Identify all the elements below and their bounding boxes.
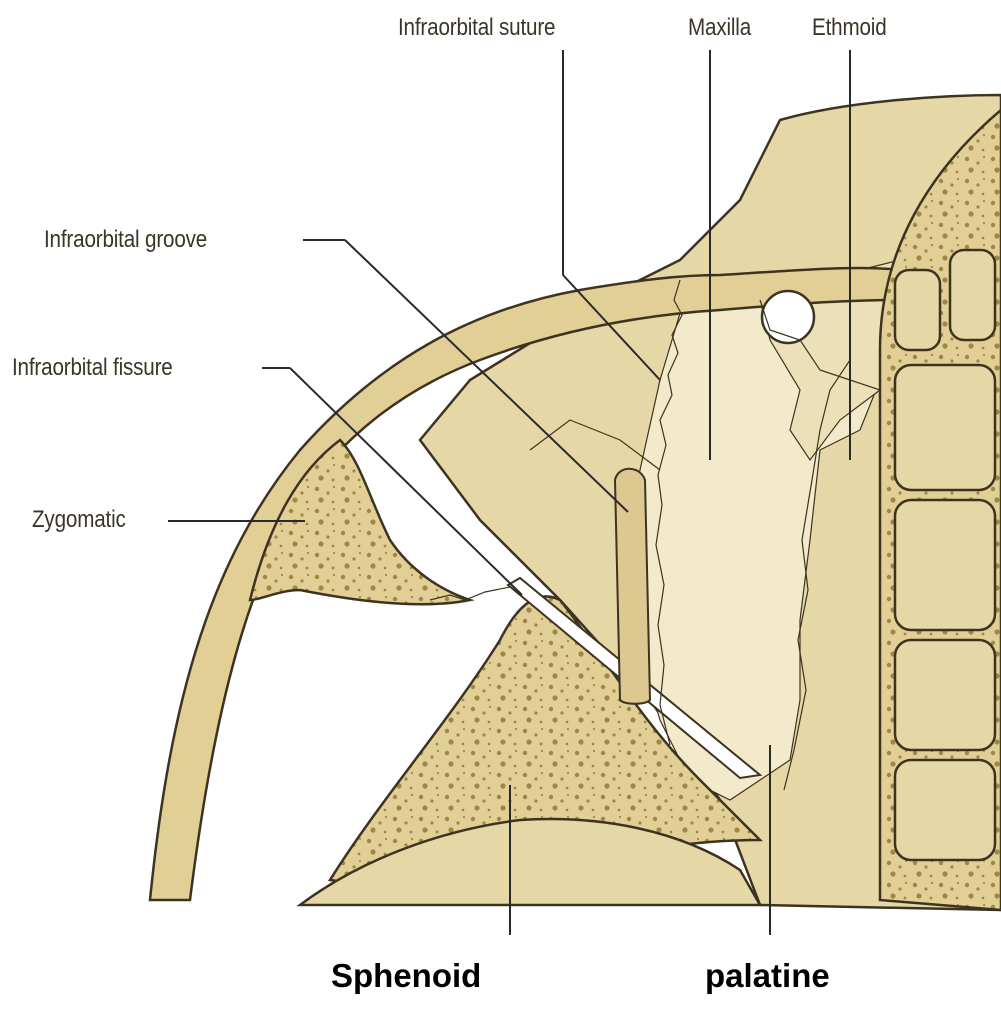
ethmoidal-foramen (762, 291, 814, 343)
label-infraorbital-groove: Infraorbital groove (44, 226, 207, 254)
label-palatine: palatine (705, 957, 830, 995)
label-maxilla: Maxilla (688, 14, 751, 42)
label-zygomatic: Zygomatic (32, 506, 126, 534)
label-infraorbital-suture: Infraorbital suture (398, 14, 555, 42)
label-ethmoid: Ethmoid (812, 14, 887, 42)
label-infraorbital-fissure: Infraorbital fissure (12, 354, 173, 382)
label-sphenoid: Sphenoid (331, 957, 481, 995)
